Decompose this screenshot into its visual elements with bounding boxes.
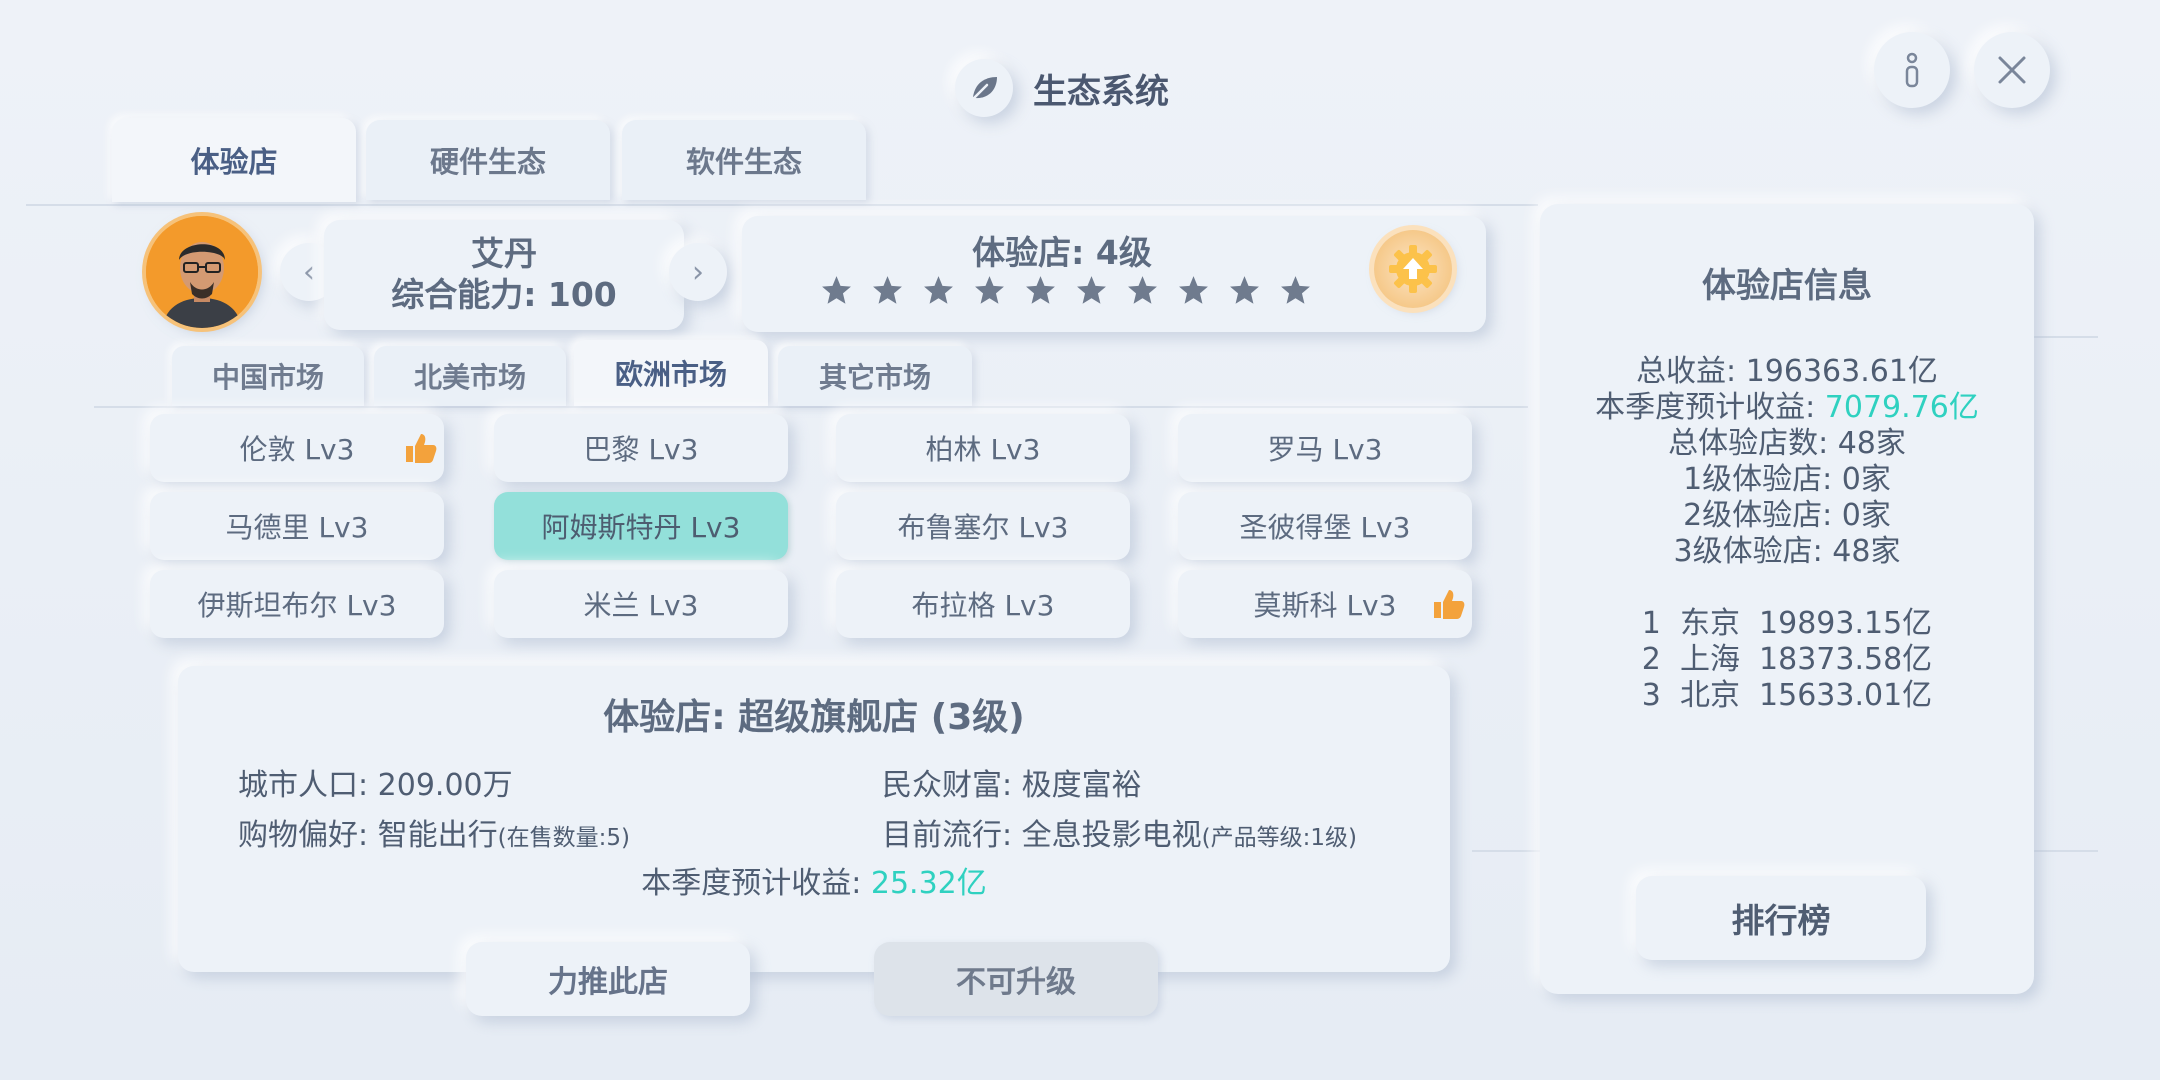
current-trend-value: 目前流行: 全息投影电视 <box>882 818 1202 853</box>
chevron-left-icon: ‹ <box>303 254 315 290</box>
star-icon <box>975 276 1004 304</box>
star-icon <box>1077 276 1106 304</box>
divider-market <box>94 406 1528 408</box>
city-button[interactable]: 莫斯科 Lv3 <box>1178 570 1472 638</box>
manager-ability: 综合能力: 100 <box>391 275 617 314</box>
season-revenue-total-label: 本季度预计收益: <box>1595 390 1825 425</box>
info-button[interactable] <box>1874 32 1950 108</box>
city-button[interactable]: 马德里 Lv3 <box>150 492 444 560</box>
city-button[interactable]: 米兰 Lv3 <box>494 570 788 638</box>
city-button[interactable]: 柏林 Lv3 <box>836 414 1130 482</box>
page-title: 生态系统 <box>1033 71 1169 112</box>
ranking-list: 1 东京 19893.15亿 2 上海 18373.58亿 3 北京 15633… <box>1540 606 2034 714</box>
upgrade-gear-button[interactable] <box>1374 230 1452 308</box>
level1-count: 1级体验店: 0家 <box>1683 462 1891 497</box>
level2-count: 2级体验店: 0家 <box>1683 498 1891 533</box>
total-revenue: 总收益: 196363.61亿 <box>1636 354 1938 389</box>
tab-store[interactable]: 体验店 <box>112 118 356 202</box>
season-revenue-label: 本季度预计收益: <box>641 866 871 901</box>
ranking-item: 3 北京 15633.01亿 <box>1641 678 1933 713</box>
next-manager-button[interactable]: › <box>669 243 727 301</box>
city-button[interactable]: 圣彼得堡 Lv3 <box>1178 492 1472 560</box>
season-revenue-total-value: 7079.76亿 <box>1824 390 1979 425</box>
star-icon <box>1230 276 1259 304</box>
header: 生态系统 <box>955 55 1169 121</box>
gear-arrow-icon <box>1389 245 1437 293</box>
city-label: 布鲁塞尔 Lv3 <box>897 511 1069 544</box>
city-label: 莫斯科 Lv3 <box>1253 589 1397 622</box>
star-icon <box>1179 276 1208 304</box>
tab-market-north-america[interactable]: 北美市场 <box>374 346 566 406</box>
city-population: 城市人口: 209.00万 <box>238 768 513 803</box>
star-icon <box>822 276 851 304</box>
manager-panel: 艾丹 综合能力: 100 <box>324 220 684 330</box>
info-stats: 总收益: 196363.61亿 本季度预计收益: 7079.76亿 总体验店数:… <box>1540 354 2034 570</box>
city-button-selected[interactable]: 阿姆斯特丹 Lv3 <box>494 492 788 560</box>
season-revenue-total: 本季度预计收益: 7079.76亿 <box>1540 390 2034 426</box>
city-button[interactable]: 布鲁塞尔 Lv3 <box>836 492 1130 560</box>
city-label: 布拉格 Lv3 <box>911 589 1055 622</box>
thumbs-up-icon <box>406 434 437 463</box>
city-button[interactable]: 伊斯坦布尔 Lv3 <box>150 570 444 638</box>
city-wealth: 民众财富: 极度富裕 <box>882 768 1142 803</box>
shopping-preference-value: 购物偏好: 智能出行 <box>238 818 498 853</box>
city-button[interactable]: 罗马 Lv3 <box>1178 414 1472 482</box>
tab-market-europe[interactable]: 欧洲市场 <box>574 340 768 406</box>
tab-hardware[interactable]: 硬件生态 <box>366 120 610 200</box>
city-label: 罗马 Lv3 <box>1267 433 1383 466</box>
tab-market-other[interactable]: 其它市场 <box>778 346 972 406</box>
current-trend: 目前流行: 全息投影电视(产品等级:1级) <box>882 810 1357 854</box>
detail-title: 体验店: 超级旗舰店 (3级) <box>603 697 1025 738</box>
chevron-right-icon: › <box>692 254 704 290</box>
city-label: 马德里 Lv3 <box>225 511 369 544</box>
thumbs-up-icon <box>1434 590 1465 619</box>
star-icon <box>873 276 902 304</box>
info-icon <box>1905 52 1919 88</box>
manager-name: 艾丹 <box>471 234 537 273</box>
leaf-icon <box>955 59 1013 117</box>
city-label: 阿姆斯特丹 Lv3 <box>541 511 741 544</box>
city-label: 米兰 Lv3 <box>583 589 699 622</box>
city-label: 圣彼得堡 Lv3 <box>1239 511 1411 544</box>
ranking-item: 1 东京 19893.15亿 <box>1641 606 1933 641</box>
season-revenue: 本季度预计收益: 25.32亿 <box>178 858 1450 902</box>
store-info-panel: 体验店信息 总收益: 196363.61亿 本季度预计收益: 7079.76亿 … <box>1540 204 2034 994</box>
close-button[interactable] <box>1974 32 2050 108</box>
shopping-preference-note: (在售数量:5) <box>497 825 630 851</box>
level3-count: 3级体验店: 48家 <box>1673 534 1901 569</box>
star-icon <box>924 276 953 304</box>
divider-top <box>26 204 1538 206</box>
avatar[interactable] <box>146 216 258 328</box>
tab-market-china[interactable]: 中国市场 <box>172 346 364 406</box>
current-trend-note: (产品等级:1级) <box>1201 825 1357 851</box>
ranking-item: 2 上海 18373.58亿 <box>1641 642 1933 677</box>
tab-software[interactable]: 软件生态 <box>622 120 866 200</box>
upgrade-disabled-button[interactable]: 不可升级 <box>874 942 1158 1016</box>
city-button[interactable]: 布拉格 Lv3 <box>836 570 1130 638</box>
star-icon <box>1128 276 1157 304</box>
close-icon <box>1998 56 2026 84</box>
star-icon <box>1281 276 1310 304</box>
info-title: 体验店信息 <box>1702 266 1872 306</box>
store-count: 总体验店数: 48家 <box>1668 426 1906 461</box>
star-icon <box>1026 276 1055 304</box>
shopping-preference: 购物偏好: 智能出行(在售数量:5) <box>238 810 630 854</box>
season-revenue-value: 25.32亿 <box>870 866 987 901</box>
level-stars <box>820 274 1312 307</box>
city-label: 伦敦 Lv3 <box>239 433 355 466</box>
store-level-title: 体验店: 4级 <box>972 233 1152 272</box>
store-detail-panel: 体验店: 超级旗舰店 (3级) 城市人口: 209.00万 民众财富: 极度富裕… <box>178 666 1450 972</box>
city-label: 伊斯坦布尔 Lv3 <box>197 589 397 622</box>
city-label: 巴黎 Lv3 <box>583 433 699 466</box>
city-button[interactable]: 伦敦 Lv3 <box>150 414 444 482</box>
store-level-panel: 体验店: 4级 <box>742 216 1486 332</box>
leaderboard-button[interactable]: 排行榜 <box>1636 876 1926 960</box>
city-label: 柏林 Lv3 <box>925 433 1041 466</box>
city-button[interactable]: 巴黎 Lv3 <box>494 414 788 482</box>
boost-store-button[interactable]: 力推此店 <box>466 942 750 1016</box>
